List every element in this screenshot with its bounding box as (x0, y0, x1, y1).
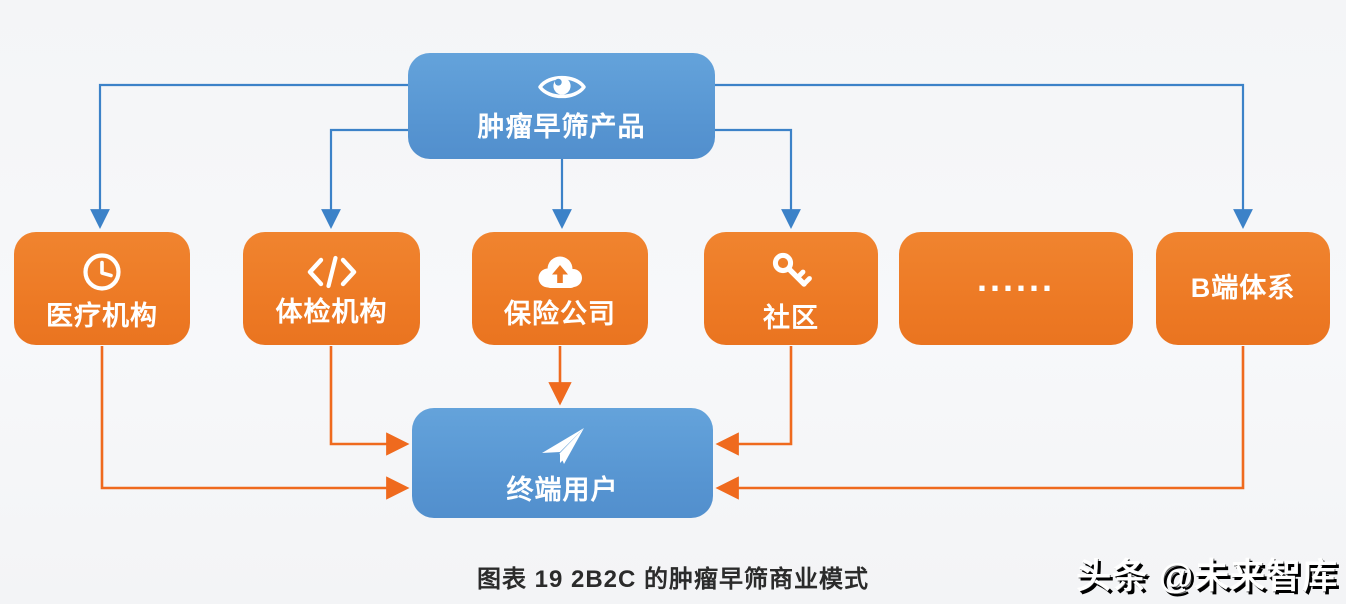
node-b-side-label: B端体系 (1190, 272, 1296, 303)
node-community-label: 社区 (763, 303, 819, 334)
node-end-user-label: 终端用户 (506, 474, 619, 505)
cloud-upload-icon (538, 256, 582, 289)
node-physical-exam-label: 体检机构 (275, 297, 388, 328)
node-physical-exam: 体检机构 (243, 232, 420, 345)
figure-caption: 图表 19 2B2C 的肿瘤早筛商业模式 (476, 566, 870, 593)
node-product: 肿瘤早筛产品 (408, 53, 715, 159)
node-insurance: 保险公司 (472, 232, 648, 345)
eye-icon (537, 75, 586, 98)
node-medical-label: 医疗机构 (46, 301, 158, 332)
node-community: 社区 (704, 232, 878, 345)
paper-plane-icon (541, 427, 584, 464)
node-product-label: 肿瘤早筛产品 (477, 111, 646, 142)
node-end-user: 终端用户 (412, 408, 713, 518)
node-b-side: B端体系 (1156, 232, 1330, 345)
node-insurance-label: 保险公司 (504, 299, 616, 330)
clock-icon (83, 253, 121, 291)
node-medical: 医疗机构 (14, 232, 190, 345)
node-others: ...... (899, 232, 1133, 345)
key-icon (772, 253, 812, 287)
watermark-text: 头条 @未来智库 (1076, 557, 1338, 596)
code-icon (307, 256, 356, 289)
